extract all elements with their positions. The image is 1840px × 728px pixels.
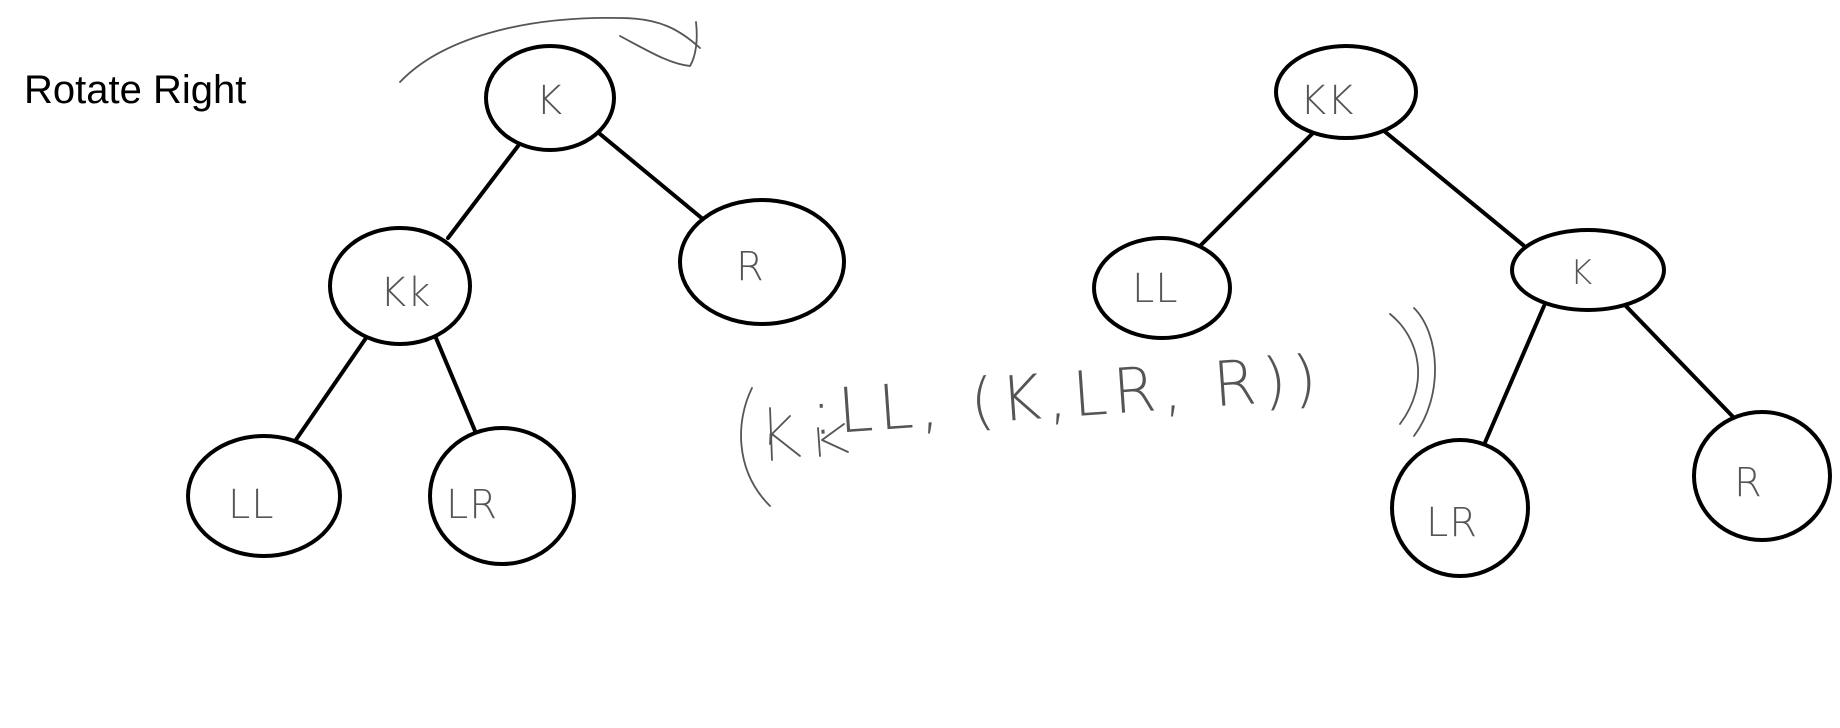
node-label-K: K [536, 78, 563, 124]
node-label-K-right: K [1570, 253, 1593, 293]
diagram-title: Rotate Right [24, 68, 247, 112]
node-LL: LL [186, 434, 342, 558]
edge-KK-K-right [1376, 124, 1536, 256]
node-R-right: R [1692, 410, 1832, 542]
expression-letter-K1 [769, 407, 801, 461]
edge-K-KK [446, 144, 520, 240]
edge-KK-LR [434, 336, 480, 440]
rotate-arrow-head [619, 21, 698, 67]
rotate-arrow [399, 17, 701, 83]
node-LL-right: LL [1092, 236, 1232, 340]
node-label-LL: LL [228, 482, 275, 528]
expression-letter-K2 [817, 423, 849, 457]
node-label-LR: LR [446, 482, 498, 528]
edge-K-LR-right [1472, 304, 1546, 470]
expression-close-paren-2 [1413, 307, 1436, 437]
node-label-KK-right: KK [1300, 78, 1354, 124]
node-label-R: R [736, 244, 765, 290]
node-LR: LR [428, 426, 576, 566]
node-Kk: Kk [328, 226, 472, 346]
edge-K-R-right [1620, 300, 1740, 424]
node-LR-right: LR [1390, 438, 1530, 578]
node-label-R-right: R [1734, 460, 1763, 506]
edge-KK-LL-right [1192, 128, 1318, 254]
node-K-right: K [1510, 228, 1666, 312]
node-K: K [484, 44, 616, 152]
node-label-Kk: Kk [380, 270, 431, 316]
node-R: R [678, 198, 846, 326]
node-label-LR-right: LR [1426, 500, 1478, 546]
node-KK-right: KK [1274, 44, 1418, 140]
node-label-LL-right: LL [1132, 266, 1179, 312]
expression-open-paren [740, 387, 771, 507]
edge-K-R [598, 132, 706, 222]
expression-close-paren-1 [1389, 313, 1420, 425]
